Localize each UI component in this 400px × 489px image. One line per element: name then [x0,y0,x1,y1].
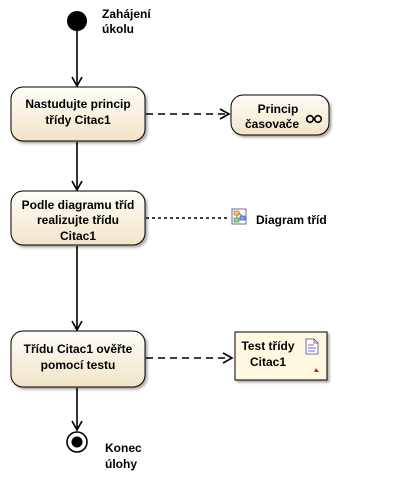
action-realizujte-line3: Citac1 [60,229,96,243]
action-nastudujte-line2: třídy Citac1 [45,113,111,127]
rake-icon [305,114,323,124]
start-label-line2: úkolu [102,22,134,36]
start-node[interactable] [67,11,87,31]
end-node[interactable] [66,431,88,453]
artifact-test-tridy[interactable]: Test třídy Citac1 [234,331,328,381]
activity-princip-line1: Princip [258,102,299,116]
artifact-test-line2: Citac1 [250,355,286,369]
diagram-link-label[interactable]: Diagram tříd [256,213,327,227]
action-overte[interactable]: Třídu Citac1 ověřte pomocí testu [10,330,146,388]
artifact-test-line1: Test třídy [241,339,294,353]
action-nastudujte[interactable]: Nastudujte princip třídy Citac1 [10,86,146,142]
action-realizujte[interactable]: Podle diagramu tříd realizujte třídu Cit… [10,190,146,246]
action-overte-line1: Třídu Citac1 ověřte [24,342,133,356]
start-label: Zahájení [102,7,151,21]
action-realizujte-line2: realizujte třídu [37,213,119,227]
artifact-corner-mark-icon [314,368,319,372]
activity-princip-casovace[interactable]: Princip časovače [230,94,330,136]
activity-princip-line2: časovače [245,117,299,131]
action-nastudujte-line1: Nastudujte princip [25,97,130,111]
action-overte-line2: pomocí testu [41,358,116,372]
diagram-link-icon[interactable] [231,208,247,225]
document-icon [305,338,319,355]
end-label-line2: úlohy [105,457,137,471]
end-label: Konec [105,441,142,455]
action-realizujte-line1: Podle diagramu tříd [22,198,135,212]
